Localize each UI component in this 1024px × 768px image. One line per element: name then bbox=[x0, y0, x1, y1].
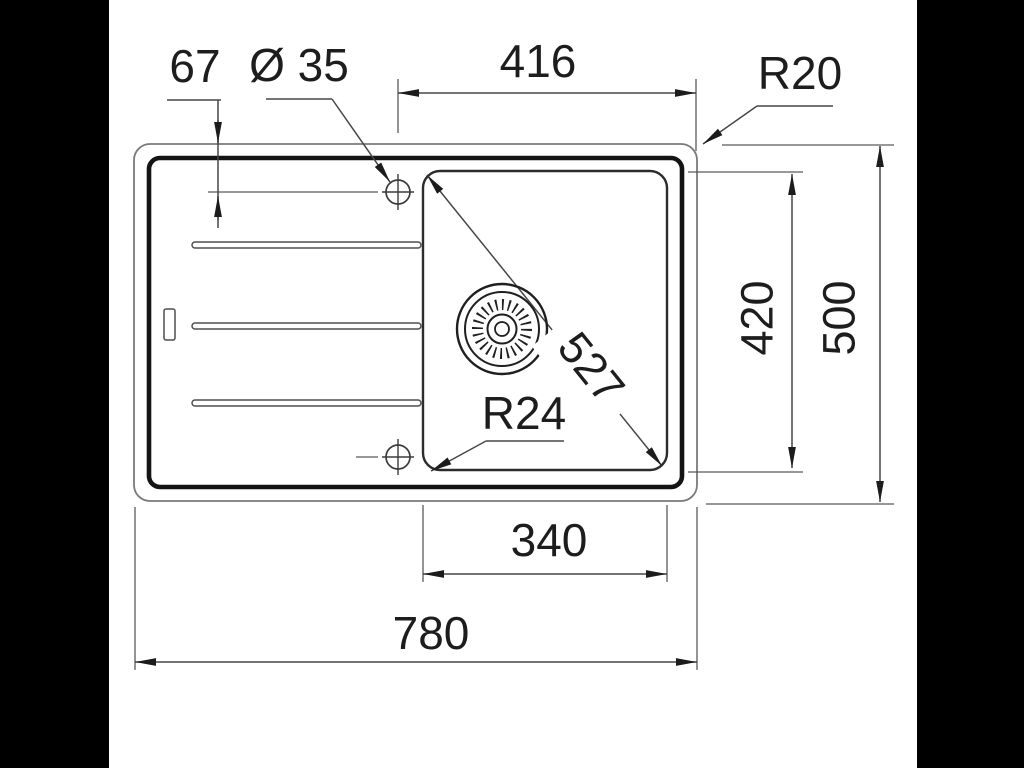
overflow-slot bbox=[163, 308, 176, 341]
drain-inner-ring bbox=[486, 313, 518, 345]
dim-overall-width-label: 780 bbox=[393, 607, 470, 659]
dim-hole-to-edge: 416 bbox=[397, 35, 697, 151]
dim-bowl-diagonal-label-mask bbox=[531, 310, 645, 431]
dim-bowl-radius-leader bbox=[430, 440, 487, 472]
drain-strainer bbox=[455, 282, 549, 376]
drain-center-hole bbox=[494, 321, 510, 337]
dim-rim-radius-leader bbox=[702, 105, 758, 145]
dim-bowl-width: 340 bbox=[422, 505, 668, 582]
dim-rim-corner-radius: R20 bbox=[702, 47, 842, 145]
dim-rim-radius-label: R20 bbox=[758, 47, 842, 99]
drain-second-ring bbox=[464, 291, 540, 367]
dim-bowl-depth-label: 420 bbox=[732, 280, 783, 355]
dim-bowl-width-label: 340 bbox=[511, 514, 588, 566]
dim-overall-width: 780 bbox=[134, 507, 698, 670]
dim-bowl-radius-label: R24 bbox=[482, 387, 566, 439]
drainboard-groove-top bbox=[191, 241, 422, 249]
paper-background bbox=[109, 0, 917, 768]
dim-overall-depth: 500 bbox=[706, 144, 894, 505]
sink-outer-outline bbox=[133, 143, 698, 502]
tap-hole-bottom bbox=[356, 439, 414, 475]
drainboard-groove-middle bbox=[191, 322, 422, 330]
dim-hole-diameter-label: Ø 35 bbox=[249, 39, 349, 91]
dim-hole-offset: 67 bbox=[167, 40, 222, 228]
drain-teeth-ring bbox=[472, 299, 532, 359]
dim-overall-depth-label: 500 bbox=[814, 280, 865, 355]
dim-hole-diameter: Ø 35 bbox=[249, 39, 391, 183]
sink-plan bbox=[133, 143, 698, 502]
dim-bowl-corner-radius: R24 bbox=[430, 387, 566, 472]
dim-hole-offset-label: 67 bbox=[169, 40, 220, 92]
dim-hole-diameter-leader bbox=[331, 98, 391, 183]
drain-outer-ring bbox=[455, 282, 549, 376]
dim-bowl-diagonal-line bbox=[426, 174, 663, 467]
dim-hole-to-edge-label: 416 bbox=[500, 35, 577, 87]
tap-hole-top bbox=[382, 174, 414, 210]
sink-bowl-outline bbox=[421, 169, 669, 472]
drainboard-groove-bottom bbox=[191, 399, 422, 407]
sink-inner-rim bbox=[146, 155, 685, 490]
dim-bowl-depth: 420 bbox=[688, 171, 803, 473]
